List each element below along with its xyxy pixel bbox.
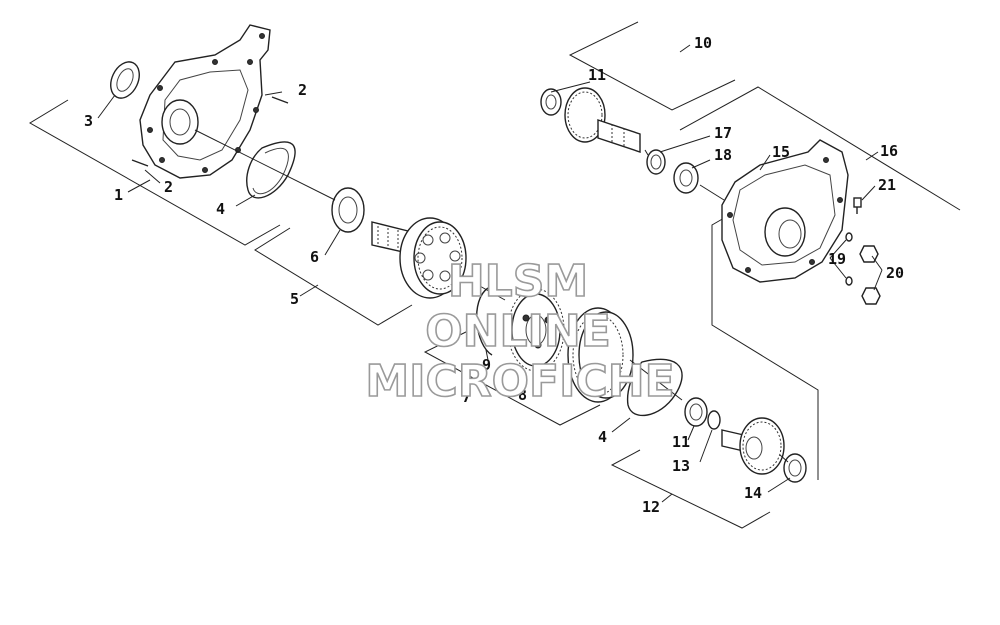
- callout-7: 7: [462, 388, 471, 406]
- bracket-assembly-5: [254, 227, 413, 326]
- plug-part-20-upper: [859, 245, 879, 263]
- callout-4-right: 4: [598, 428, 607, 446]
- bearing-part-14: [783, 453, 807, 483]
- callout-5: 5: [290, 290, 299, 308]
- bearing-part-6: [331, 187, 365, 233]
- callout-11-lower: 11: [672, 433, 690, 451]
- bolt-part-21: [853, 197, 862, 214]
- callout-19: 19: [828, 250, 846, 268]
- callout-9: 9: [482, 356, 491, 374]
- callout-21: 21: [878, 176, 896, 194]
- sprocket-part-8: [507, 288, 565, 372]
- ring-gear-shaft-part-5: [371, 217, 467, 299]
- callout-4-left: 4: [216, 200, 225, 218]
- callout-11-upper: 11: [588, 66, 606, 84]
- bracket-assembly-16: [679, 86, 961, 480]
- callout-leaders: [97, 81, 883, 493]
- callout-2-upper: 2: [298, 81, 307, 99]
- plug-part-20-lower: [861, 287, 881, 305]
- watermark-line-2: ONLINE: [425, 306, 611, 357]
- callout-10: 10: [694, 34, 712, 52]
- bracket-assembly-12: [610, 449, 771, 529]
- assembly-axis-lines: [194, 129, 789, 463]
- bearing-part-11-upper: [540, 88, 562, 116]
- callout-20: 20: [886, 264, 904, 282]
- callout-14: 14: [744, 484, 762, 502]
- seal-part-3: [110, 61, 140, 99]
- bearing-part-18: [673, 162, 699, 194]
- callout-18: 18: [714, 146, 732, 164]
- washer-part-19-upper: [845, 232, 853, 242]
- bracket-assembly-1: [29, 99, 281, 246]
- snap-ring-part-4-right: [626, 358, 683, 417]
- bearing-part-11-lower: [684, 397, 708, 427]
- snap-ring-part-4-left: [246, 141, 296, 199]
- right-cover-part-15: [721, 139, 849, 283]
- callout-17: 17: [714, 124, 732, 142]
- clutch-drum-part-7: [567, 307, 634, 403]
- gear-shaft-upper: [564, 87, 641, 153]
- watermark-line-1: HLSM: [448, 256, 588, 307]
- snap-ring-part-9: [476, 287, 493, 356]
- watermark: HLSM ONLINE MICROFICHE: [365, 255, 676, 408]
- callout-6: 6: [310, 248, 319, 266]
- gear-shaft-part-12: [721, 417, 785, 475]
- washer-part-17: [646, 149, 666, 175]
- callout-8: 8: [518, 386, 527, 404]
- callout-2-lower: 2: [164, 178, 173, 196]
- callout-1: 1: [114, 186, 123, 204]
- bracket-assembly-10: [568, 21, 736, 111]
- callout-16: 16: [880, 142, 898, 160]
- watermark-line-3: MICROFICHE: [365, 356, 674, 407]
- callout-3: 3: [84, 112, 93, 130]
- bracket-assembly-7: [423, 329, 601, 426]
- dowel-pin-part-2-upper: [271, 96, 289, 104]
- left-housing-part-1: [139, 24, 271, 179]
- callout-12: 12: [642, 498, 660, 516]
- dowel-pin-part-2-lower: [131, 159, 149, 167]
- callout-15: 15: [772, 143, 790, 161]
- callout-13: 13: [672, 457, 690, 475]
- washer-part-19-lower: [845, 276, 853, 286]
- washer-part-13: [707, 410, 721, 430]
